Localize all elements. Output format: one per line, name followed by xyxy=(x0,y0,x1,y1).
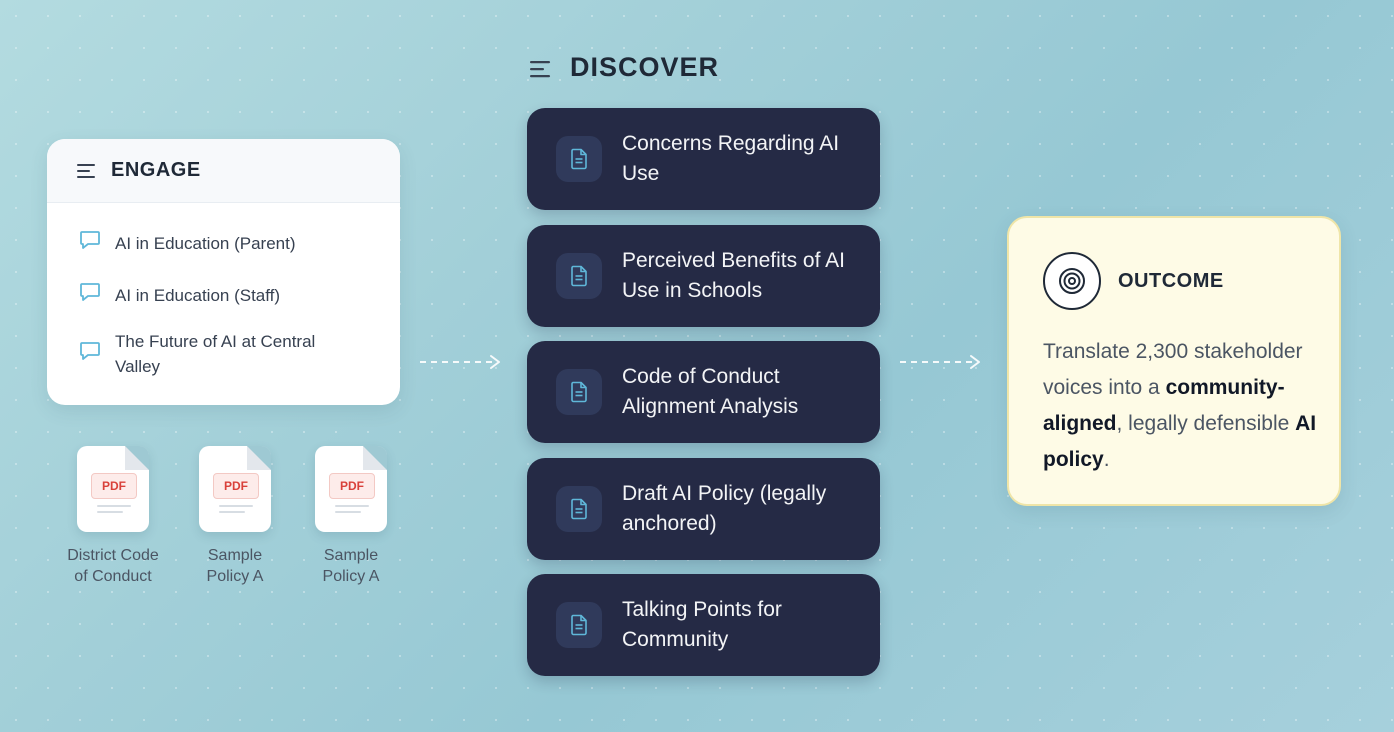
engage-title: ENGAGE xyxy=(111,159,201,181)
engage-item-staff[interactable]: AI in Education (Staff) xyxy=(79,269,400,321)
pdf-file-icon: PDF xyxy=(77,446,149,532)
discover-item-label: Perceived Benefits of AI Use in Schools xyxy=(622,249,845,302)
chat-bubble-icon xyxy=(79,281,101,310)
menu-lines-icon xyxy=(530,60,550,77)
document-sample-policy-2[interactable]: PDF Sample Policy A xyxy=(301,446,401,587)
outcome-bold-community: community-aligned xyxy=(1043,376,1285,435)
outcome-bold-policy: AI policy xyxy=(1043,412,1317,471)
engage-item-label: The Future of AI at Central Valley xyxy=(115,332,316,376)
document-icon xyxy=(556,136,602,182)
discover-item-label: Talking Points for Community xyxy=(622,598,782,651)
document-icon xyxy=(556,369,602,415)
document-icon xyxy=(556,253,602,299)
discover-title: DISCOVER xyxy=(570,52,720,82)
engage-panel: ENGAGE AI in Education (Parent) AI in Ed… xyxy=(47,139,400,405)
engage-item-label: AI in Education (Staff) xyxy=(115,285,281,305)
pdf-badge: PDF xyxy=(329,473,375,499)
outcome-title: OUTCOME xyxy=(1118,269,1224,292)
outcome-panel: OUTCOME Translate 2,300 stakeholder voic… xyxy=(1007,216,1341,506)
pdf-badge: PDF xyxy=(213,473,259,499)
document-district-code[interactable]: PDF District Code of Conduct xyxy=(63,446,163,587)
outcome-header: OUTCOME xyxy=(1043,252,1224,310)
menu-lines-icon xyxy=(77,163,97,179)
discover-item-label: Code of Conduct Alignment Analysis xyxy=(622,365,799,418)
flow-arrow-icon xyxy=(420,355,500,369)
discover-header: DISCOVER xyxy=(530,52,719,83)
discover-item-draft-policy[interactable]: Draft AI Policy (legally anchored) xyxy=(527,458,880,560)
pdf-file-icon: PDF xyxy=(199,446,271,532)
discover-item-talking-points[interactable]: Talking Points for Community xyxy=(527,574,880,676)
discover-item-code-alignment[interactable]: Code of Conduct Alignment Analysis xyxy=(527,341,880,443)
chat-bubble-icon xyxy=(79,229,101,258)
outcome-description: Translate 2,300 stakeholder voices into … xyxy=(1043,340,1317,471)
document-icon xyxy=(556,602,602,648)
engage-item-parent[interactable]: AI in Education (Parent) xyxy=(79,217,400,269)
engage-list: AI in Education (Parent) AI in Education… xyxy=(47,203,400,385)
target-icon xyxy=(1043,252,1101,310)
discover-item-label: Concerns Regarding AI Use xyxy=(622,132,840,185)
discover-item-label: Draft AI Policy (legally anchored) xyxy=(622,482,827,535)
chat-bubble-icon xyxy=(79,340,101,369)
flow-arrow-icon xyxy=(900,355,980,369)
engage-item-label: AI in Education (Parent) xyxy=(115,233,296,253)
document-caption: Sample Policy A xyxy=(322,547,380,585)
discover-item-concerns[interactable]: Concerns Regarding AI Use xyxy=(527,108,880,210)
document-icon xyxy=(556,486,602,532)
document-caption: District Code of Conduct xyxy=(67,547,159,585)
document-caption: Sample Policy A xyxy=(206,547,264,585)
engage-header: ENGAGE xyxy=(47,139,400,203)
pdf-file-icon: PDF xyxy=(315,446,387,532)
engage-item-future[interactable]: The Future of AI at Central Valley xyxy=(79,323,400,385)
pdf-badge: PDF xyxy=(91,473,137,499)
document-sample-policy-1[interactable]: PDF Sample Policy A xyxy=(185,446,285,587)
discover-item-benefits[interactable]: Perceived Benefits of AI Use in Schools xyxy=(527,225,880,327)
